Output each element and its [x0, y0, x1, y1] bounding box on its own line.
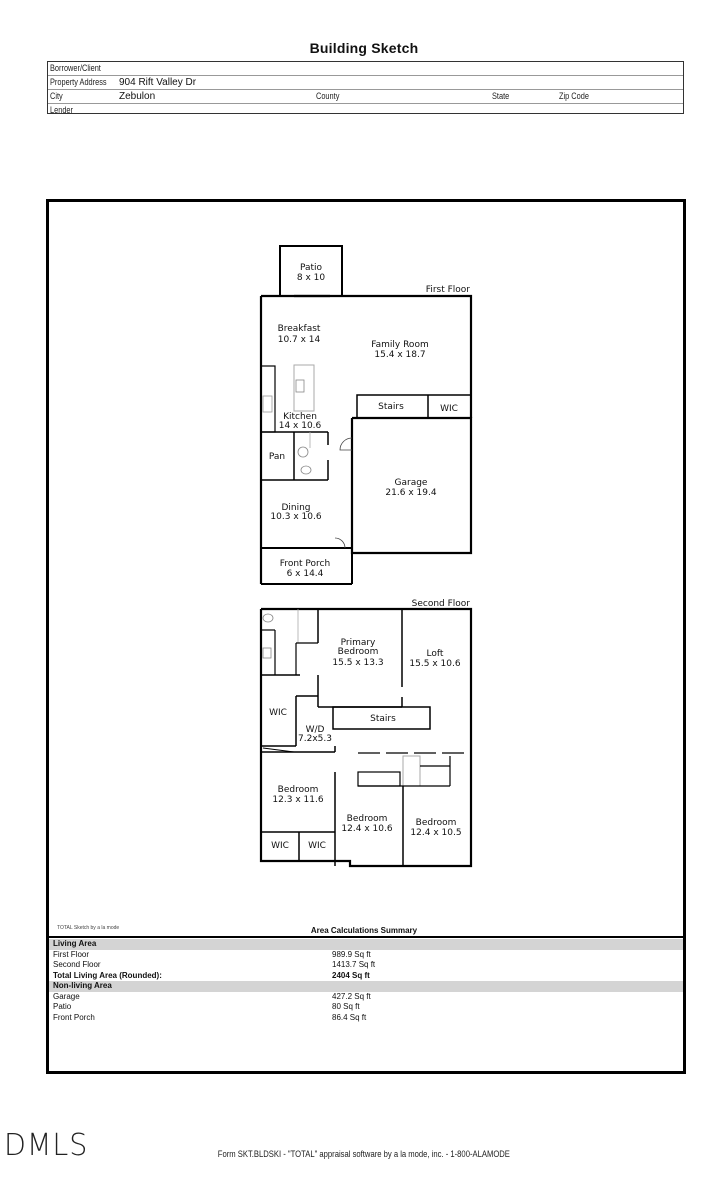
form-footer: Form SKT.BLDSKI - "TOTAL" appraisal soft… — [0, 1149, 728, 1159]
room-wic-3: WIC — [271, 841, 289, 851]
room-wd-dims: 7.2x5.3 — [298, 734, 332, 744]
room-dining-dims: 10.3 x 10.6 — [270, 512, 321, 522]
summary-row: First Floor 989.9 Sq ft — [49, 950, 683, 961]
summary-title: Area Calculations Summary — [310, 926, 418, 935]
row-value: 427.2 Sq ft — [332, 991, 371, 1001]
room-breakfast-dims: 10.7 x 14 — [278, 335, 321, 345]
property-info-table: Borrower/Client Property Address 904 Rif… — [47, 61, 684, 117]
room-stairs-1: Stairs — [378, 402, 404, 412]
row-value: 1413.7 Sq ft — [332, 960, 376, 969]
room-kitchen: Kitchen — [283, 412, 317, 422]
living-area-header: Living Area — [49, 939, 683, 950]
sketch-credit: TOTAL Sketch by a la mode — [57, 925, 120, 931]
state-label: State — [492, 91, 510, 101]
room-pantry: Pan — [269, 452, 285, 462]
row-label: Patio — [53, 1002, 72, 1011]
room-front-porch-dims: 6 x 14.4 — [287, 569, 324, 579]
address-row: Property Address 904 Rift Valley Dr — [48, 76, 683, 90]
second-floor-plan — [259, 607, 473, 868]
room-loft-dims: 15.5 x 10.6 — [409, 659, 460, 669]
room-breakfast: Breakfast — [278, 324, 321, 334]
total-label: Total Living Area (Rounded): — [53, 970, 162, 980]
room-primary-line2: Bedroom — [338, 647, 379, 657]
nonliving-area-header: Non-living Area — [49, 981, 683, 992]
room-front-porch: Front Porch — [280, 559, 330, 569]
room-family-dims: 15.4 x 18.7 — [374, 350, 425, 360]
room-bedroom-3-dims: 12.4 x 10.5 — [410, 828, 461, 838]
dmls-logo: DMLS — [4, 1128, 89, 1163]
row-label: Garage — [53, 991, 80, 1001]
room-garage-dims: 21.6 x 19.4 — [385, 488, 436, 498]
row-label: First Floor — [53, 949, 89, 959]
total-living-row: Total Living Area (Rounded): 2404 Sq ft — [49, 971, 683, 982]
room-wic-2: WIC — [269, 708, 287, 718]
city-label: City — [50, 91, 63, 101]
summary-row: Garage 427.2 Sq ft — [49, 992, 683, 1003]
summary-divider — [49, 936, 683, 938]
room-family: Family Room — [371, 340, 428, 350]
footer-text: Form SKT.BLDSKI - "TOTAL" appraisal soft… — [217, 1149, 511, 1159]
city-row: City Zebulon County State Zip Code — [48, 90, 683, 104]
room-patio-dims: 8 x 10 — [297, 273, 326, 283]
borrower-label: Borrower/Client — [50, 63, 101, 73]
room-wd: W/D — [306, 725, 325, 735]
room-bedroom-1: Bedroom — [278, 785, 319, 795]
area-summary-table: Living Area First Floor 989.9 Sq ft Seco… — [49, 939, 683, 1023]
row-value: 989.9 Sq ft — [332, 949, 371, 959]
room-bedroom-2-dims: 12.4 x 10.6 — [341, 824, 392, 834]
room-wic-1: WIC — [440, 404, 458, 414]
summary-row: Second Floor 1413.7 Sq ft — [49, 960, 683, 971]
summary-row: Front Porch 86.4 Sq ft — [49, 1013, 683, 1024]
address-value: 904 Rift Valley Dr — [119, 77, 197, 88]
row-label: Front Porch — [53, 1012, 95, 1022]
lender-label: Lender — [50, 105, 73, 115]
city-value: Zebulon — [119, 91, 156, 102]
lender-row: Lender — [48, 104, 683, 117]
room-loft: Loft — [427, 649, 444, 659]
nonliving-area-label: Non-living Area — [53, 981, 112, 990]
county-label: County — [316, 91, 340, 101]
first-floor-label: First Floor — [426, 285, 470, 295]
row-label: Second Floor — [53, 960, 101, 969]
room-garage: Garage — [395, 478, 428, 488]
second-floor-label: Second Floor — [412, 599, 471, 609]
row-value: 80 Sq ft — [332, 1002, 360, 1011]
summary-row: Patio 80 Sq ft — [49, 1002, 683, 1013]
room-primary-dims: 15.5 x 13.3 — [332, 658, 383, 668]
room-bedroom-2: Bedroom — [347, 814, 388, 824]
sketch-frame — [46, 199, 686, 1074]
first-floor-plan — [259, 245, 473, 585]
row-value: 86.4 Sq ft — [332, 1012, 367, 1022]
total-value: 2404 Sq ft — [332, 970, 370, 980]
room-kitchen-dims: 14 x 10.6 — [279, 421, 322, 431]
room-patio: Patio — [300, 263, 323, 273]
borrower-row: Borrower/Client — [48, 62, 683, 76]
room-wic-4: WIC — [308, 841, 326, 851]
zip-label: Zip Code — [559, 91, 589, 101]
room-stairs-2: Stairs — [370, 714, 396, 724]
page-title: Building Sketch — [309, 40, 419, 56]
room-bedroom-1-dims: 12.3 x 11.6 — [272, 795, 323, 805]
room-dining: Dining — [281, 503, 310, 513]
living-area-label: Living Area — [53, 939, 97, 948]
room-primary-line1: Primary — [341, 638, 376, 648]
room-bedroom-3: Bedroom — [416, 818, 457, 828]
address-label: Property Address — [50, 77, 107, 87]
